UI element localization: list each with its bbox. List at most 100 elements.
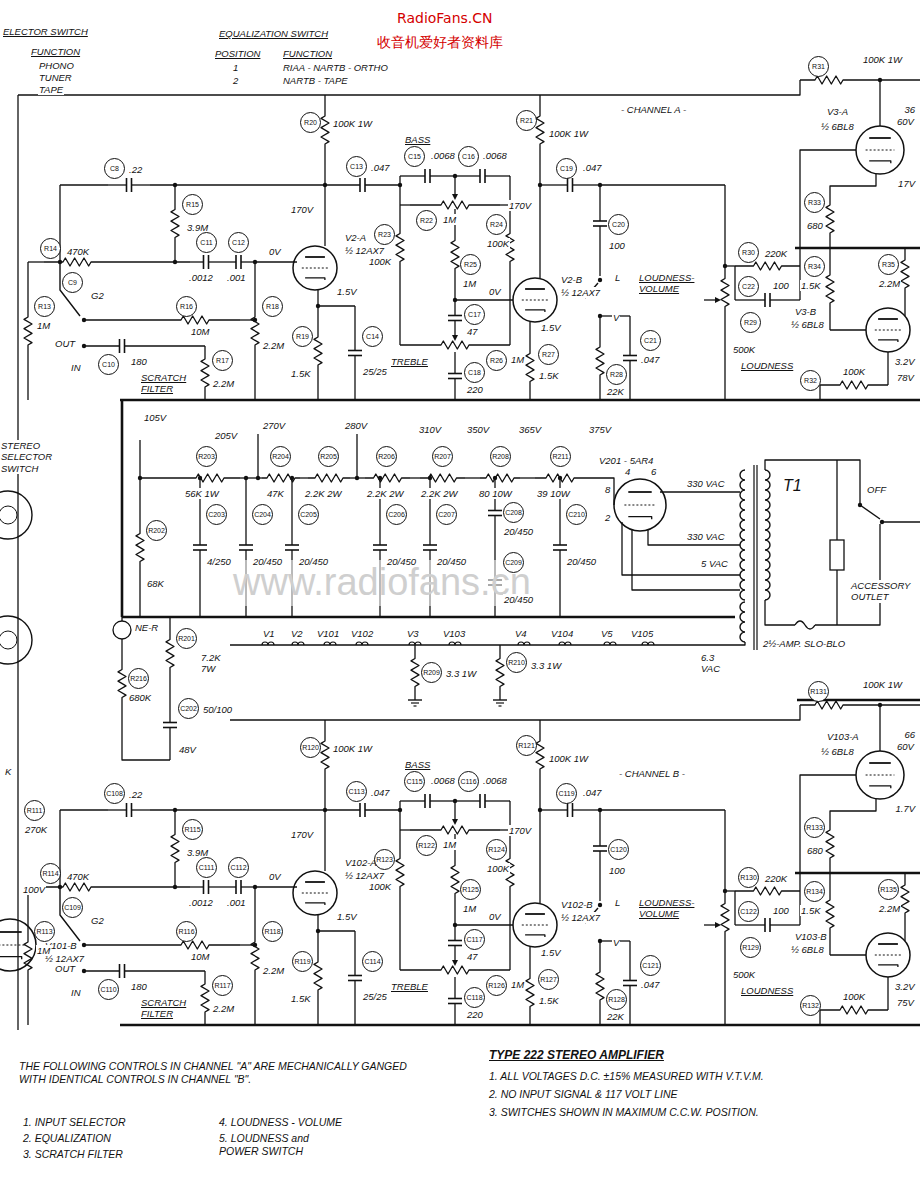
callout-number: R207 [432, 446, 453, 467]
capacitor-symbol [479, 169, 481, 183]
schematic-label: 20/450 [436, 556, 467, 567]
capacitor-symbol [593, 845, 607, 847]
resistor-symbol [721, 185, 729, 400]
schematic-label: 4 [624, 466, 631, 477]
wire [540, 809, 568, 810]
schematic-label: K [4, 766, 12, 777]
capacitor-symbol [567, 178, 569, 192]
schematic-label: .0068 [482, 775, 508, 786]
junction-dot [256, 476, 260, 480]
schematic-label: SCRATCH FILTER [140, 997, 188, 1020]
schematic-label: PHONO [38, 60, 75, 71]
wire [599, 887, 600, 901]
wire [573, 184, 601, 185]
wire [300, 477, 308, 478]
tube-cathode [525, 310, 545, 312]
capacitor-symbol [240, 880, 242, 894]
schematic-label: 100 [608, 865, 626, 876]
schematic-label: 100K [368, 881, 392, 892]
schematic-label: 1.5V [336, 911, 358, 922]
schematic-label: 1M [442, 214, 457, 225]
capacitor-symbol [448, 320, 462, 322]
wire [660, 491, 740, 492]
schematic-label: 500K [732, 969, 756, 980]
resistor-symbol [166, 617, 174, 690]
callout-number: C115 [404, 771, 425, 792]
selector-switch [0, 631, 17, 649]
schematic-label: .001 [226, 272, 247, 283]
schematic-label: 50/100 [202, 704, 233, 715]
capacitor-symbol [572, 803, 574, 817]
wire [325, 184, 360, 185]
ground-symbol [414, 705, 417, 706]
tube-grid [302, 893, 328, 894]
schematic-label: V104 [550, 628, 574, 639]
tube-grid [875, 955, 901, 956]
wire [354, 306, 355, 351]
resistor-symbol [136, 478, 144, 617]
schematic-label: 100K 1W [332, 118, 373, 129]
callout-number: R132 [800, 995, 821, 1016]
capacitor-symbol [285, 549, 299, 551]
capacitor-symbol [488, 510, 502, 512]
schematic-label: SCRATCH FILTER [140, 372, 188, 395]
wire [354, 931, 355, 976]
wire [540, 184, 568, 185]
schematic-label: RIAA - NARTB - ORTHO [282, 62, 389, 73]
schematic-label: L [614, 272, 621, 283]
capacitor-symbol [623, 360, 637, 362]
schematic-label: IN [70, 362, 82, 373]
tube-plate [878, 943, 898, 945]
callout-number: R126 [486, 975, 507, 996]
diagram-title: TYPE 222 STEREO AMPLIFIER [488, 1048, 665, 1062]
schematic-label: 75V [896, 997, 915, 1008]
tube-symbol [866, 308, 910, 352]
wire [454, 925, 455, 941]
wire [240, 944, 255, 945]
schematic-label: V5 [600, 628, 614, 639]
schematic-label: 350V [466, 424, 490, 435]
tube-symbol [856, 126, 904, 174]
ground-symbol [411, 702, 419, 703]
schematic-label: 470K [66, 246, 90, 257]
schematic-label: 2.2M [262, 965, 285, 976]
wire [230, 642, 745, 645]
schematic-label: 220K [764, 248, 788, 259]
wire [632, 530, 740, 590]
wire [770, 924, 800, 925]
wire [879, 705, 880, 751]
schematic-label: 100K 1W [548, 753, 589, 764]
bus-line [795, 247, 920, 250]
wire [317, 290, 318, 302]
junction-dot [453, 799, 457, 803]
wire [245, 478, 246, 545]
callout-number: R127 [538, 969, 559, 990]
wire [830, 799, 876, 815]
schematic-label: 270K [24, 824, 48, 835]
schematic-label: 270V [262, 420, 286, 431]
capacitor-symbol [364, 178, 366, 192]
schematic-label: 100K [368, 256, 392, 267]
schematic-label: 100 [772, 905, 790, 916]
schematic-label: 47 [466, 951, 479, 962]
callout-number: R13 [34, 296, 55, 317]
callout-number: C206 [386, 504, 407, 525]
capacitor-symbol [448, 373, 462, 375]
wire [485, 175, 510, 176]
wire [455, 800, 480, 801]
schematic-label: 25/25 [362, 991, 388, 1002]
wire [121, 639, 122, 655]
junction-dot [428, 476, 432, 480]
tube-cathode [869, 161, 891, 163]
schematic-label: TREBLE [390, 356, 429, 367]
wire [454, 801, 455, 820]
tube-grid [624, 505, 655, 506]
watermark-text: RadioFans.CN [396, 10, 494, 27]
wire [622, 522, 740, 575]
callout-number: R24 [486, 214, 507, 235]
wire [18, 94, 790, 95]
schematic-label: V [612, 312, 620, 323]
schematic-label: LOUDNESS- VOLUME [638, 897, 708, 920]
callout-number: C208 [503, 502, 524, 523]
schematic-label: 1.5K [800, 280, 822, 291]
